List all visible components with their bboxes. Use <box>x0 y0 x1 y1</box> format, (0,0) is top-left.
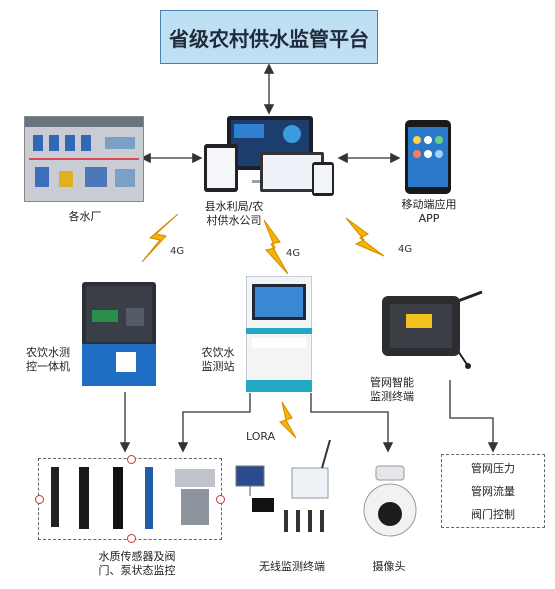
box-handle-left <box>35 495 44 504</box>
signal-left-label: 4G <box>170 246 185 257</box>
box-handle-right <box>216 495 225 504</box>
pipe-item: 管网压力 <box>471 462 515 475</box>
mobile-app-label: 移动端应用 APP <box>401 198 457 225</box>
integrated-unit-graphic <box>82 282 156 386</box>
camera-graphic <box>363 465 417 537</box>
integrated-unit-image <box>82 280 158 390</box>
monitor-station-graphic <box>245 275 313 393</box>
scada-graphic <box>25 117 143 187</box>
sensors-graphic <box>51 467 215 529</box>
pipe-item: 阀门控制 <box>471 508 515 521</box>
water-plant-label: 各水厂 <box>68 210 102 223</box>
phone-graphic <box>405 120 451 194</box>
wireless-terminal-graphic <box>235 439 331 532</box>
integrated-unit-label: 农饮水测 控一体机 <box>26 346 70 373</box>
lightning-lora-icon <box>279 401 297 439</box>
sensors-label: 水质传感器及阀 门、泵状态监控 <box>98 550 176 577</box>
pipe-items-box: 管网压力 管网流量 阀门控制 <box>441 454 545 528</box>
phone-image <box>405 120 451 194</box>
pipe-terminal-graphic <box>382 290 483 369</box>
signal-middle-label: 4G <box>286 248 301 259</box>
sensors-group-box <box>35 455 225 543</box>
monitor-station-image <box>245 275 313 393</box>
lightning-right-icon <box>345 217 385 257</box>
box-handle-bottom <box>127 534 136 543</box>
platform-title: 省级农村供水监管平台 <box>169 26 369 51</box>
wireless-terminal-image <box>232 439 350 544</box>
signal-lora-label: LORA <box>246 430 276 443</box>
box-handle-top <box>127 455 136 464</box>
devices-image <box>202 112 342 198</box>
platform-title-box: 省级农村供水监管平台 <box>160 10 378 64</box>
signal-right-label: 4G <box>398 244 413 255</box>
lightning-middle-icon <box>263 219 289 275</box>
pipe-terminal-label: 管网智能 监测终端 <box>370 376 414 403</box>
pipe-item: 管网流量 <box>471 485 515 498</box>
pipe-terminal-image <box>378 290 486 370</box>
lightning-left-icon <box>141 213 179 263</box>
monitor-station-label: 农饮水 监测站 <box>201 346 235 373</box>
camera-image <box>360 464 420 544</box>
county-office-label: 县水利局/农 村供水公司 <box>204 200 264 227</box>
camera-label: 摄像头 <box>372 560 406 573</box>
wireless-terminal-label: 无线监测终端 <box>259 560 325 573</box>
scada-image <box>24 116 144 202</box>
devices-graphic <box>204 116 334 196</box>
